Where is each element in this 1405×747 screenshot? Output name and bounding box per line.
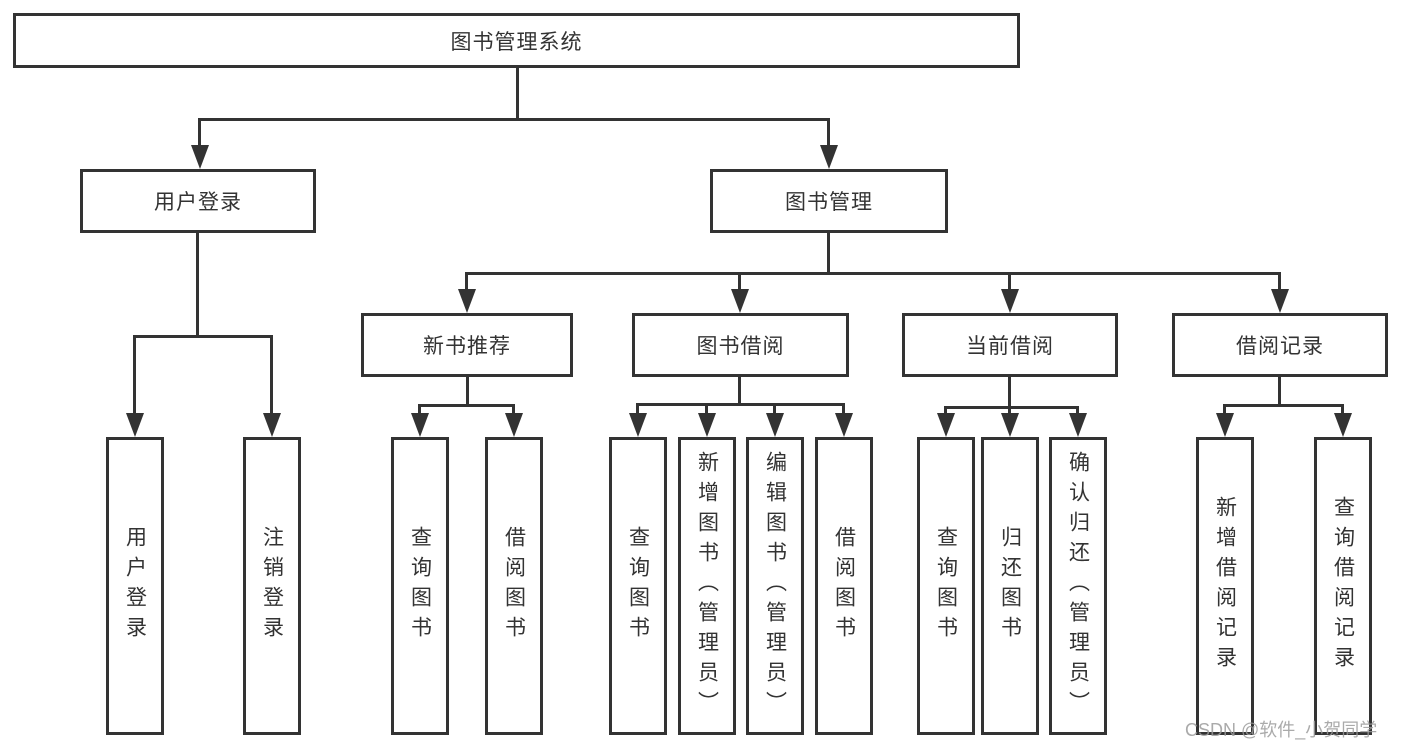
leaf-edit-book-admin-label: 编辑图书（管理员） <box>763 451 787 721</box>
arrow-down-icon <box>1271 289 1289 313</box>
arrow-down-icon <box>698 413 716 437</box>
node-new-book-recommend-label: 新书推荐 <box>423 335 511 358</box>
connector-borrow-bus <box>636 403 845 406</box>
leaf-query-borrow-record: 查询借阅记录 <box>1314 437 1372 735</box>
node-borrowing-records-label: 借阅记录 <box>1236 335 1324 358</box>
leaf-return-book: 归还图书 <box>981 437 1039 735</box>
connector-root-bus <box>198 118 830 121</box>
connector-drop-line <box>773 406 776 415</box>
connector-drop-line <box>1008 275 1011 291</box>
arrow-down-icon <box>458 289 476 313</box>
connector-drop-line <box>1076 409 1079 415</box>
leaf-return-book-label: 归还图书 <box>998 526 1022 646</box>
connector-root-stem <box>516 68 519 121</box>
node-user-login: 用户登录 <box>80 169 316 233</box>
leaf-query-book-current: 查询图书 <box>917 437 975 735</box>
leaf-add-book-admin: 新增图书（管理员） <box>678 437 736 735</box>
arrow-down-icon <box>1216 413 1234 437</box>
connector-drop-line <box>418 407 421 415</box>
connector-drop-line <box>133 338 136 415</box>
connector-login-bus <box>133 335 273 338</box>
connector-current-stem <box>1008 377 1011 409</box>
node-root-system: 图书管理系统 <box>13 13 1020 68</box>
leaf-add-borrow-record: 新增借阅记录 <box>1196 437 1254 735</box>
arrow-down-icon <box>1334 413 1352 437</box>
arrow-down-icon <box>191 145 209 169</box>
leaf-query-book-current-label: 查询图书 <box>934 526 958 646</box>
leaf-borrow-book: 借阅图书 <box>815 437 873 735</box>
leaf-borrow-book-rec-label: 借阅图书 <box>502 526 526 646</box>
connector-drop-line <box>1223 407 1226 415</box>
arrow-down-icon <box>731 289 749 313</box>
connector-drop-line <box>944 409 947 415</box>
leaf-query-book-rec-label: 查询图书 <box>408 526 432 646</box>
leaf-query-book-borrow-label: 查询图书 <box>626 526 650 646</box>
node-book-management-label: 图书管理 <box>785 191 873 214</box>
connector-drop-line <box>842 406 845 415</box>
connector-records-stem <box>1278 377 1281 407</box>
csdn-watermark: CSDN @软件_小贺同学 <box>1185 720 1378 740</box>
arrow-down-icon <box>411 413 429 437</box>
leaf-logout: 注销登录 <box>243 437 301 735</box>
connector-drop-line <box>827 121 830 147</box>
arrow-down-icon <box>835 413 853 437</box>
arrow-down-icon <box>126 413 144 437</box>
leaf-user-login-label: 用户登录 <box>123 526 147 646</box>
leaf-edit-book-admin: 编辑图书（管理员） <box>746 437 804 735</box>
arrow-down-icon <box>820 145 838 169</box>
connector-borrow-stem <box>738 377 741 406</box>
connector-drop-line <box>1341 407 1344 415</box>
leaf-add-book-admin-label: 新增图书（管理员） <box>695 451 719 721</box>
leaf-query-borrow-record-label: 查询借阅记录 <box>1331 496 1355 676</box>
arrow-down-icon <box>629 413 647 437</box>
connector-login-stem <box>196 233 199 338</box>
connector-current-bus <box>944 406 1079 409</box>
leaf-query-book-borrow: 查询图书 <box>609 437 667 735</box>
connector-drop-line <box>636 406 639 415</box>
connector-drop-line <box>198 121 201 147</box>
connector-rec-bus <box>418 404 515 407</box>
node-book-borrowing: 图书借阅 <box>632 313 849 377</box>
leaf-add-borrow-record-label: 新增借阅记录 <box>1213 496 1237 676</box>
arrow-down-icon <box>1001 413 1019 437</box>
connector-drop-line <box>465 275 468 291</box>
leaf-logout-label: 注销登录 <box>260 526 284 646</box>
node-book-borrowing-label: 图书借阅 <box>696 335 785 358</box>
connector-drop-line <box>738 275 741 291</box>
connector-mgmt-bus <box>465 272 1281 275</box>
connector-rec-stem <box>466 377 469 407</box>
connector-drop-line <box>270 338 273 415</box>
arrow-down-icon <box>937 413 955 437</box>
node-user-login-label: 用户登录 <box>154 191 242 214</box>
arrow-down-icon <box>1069 413 1087 437</box>
node-root-system-label: 图书管理系统 <box>450 30 583 54</box>
arrow-down-icon <box>505 413 523 437</box>
leaf-confirm-return-admin-label: 确认归还（管理员） <box>1066 451 1090 721</box>
connector-drop-line <box>1278 275 1281 291</box>
leaf-query-book-rec: 查询图书 <box>391 437 449 735</box>
node-current-borrowing-label: 当前借阅 <box>966 335 1054 358</box>
node-borrowing-records: 借阅记录 <box>1172 313 1388 377</box>
connector-drop-line <box>1008 409 1011 415</box>
connector-mgmt-stem <box>827 233 830 275</box>
arrow-down-icon <box>263 413 281 437</box>
connector-drop-line <box>512 407 515 415</box>
node-new-book-recommend: 新书推荐 <box>361 313 573 377</box>
arrow-down-icon <box>1001 289 1019 313</box>
leaf-confirm-return-admin: 确认归还（管理员） <box>1049 437 1107 735</box>
node-current-borrowing: 当前借阅 <box>902 313 1118 377</box>
connector-drop-line <box>705 406 708 415</box>
leaf-user-login: 用户登录 <box>106 437 164 735</box>
arrow-down-icon <box>766 413 784 437</box>
connector-records-bus <box>1223 404 1344 407</box>
leaf-borrow-book-label: 借阅图书 <box>832 526 856 646</box>
leaf-borrow-book-rec: 借阅图书 <box>485 437 543 735</box>
node-book-management: 图书管理 <box>710 169 948 233</box>
